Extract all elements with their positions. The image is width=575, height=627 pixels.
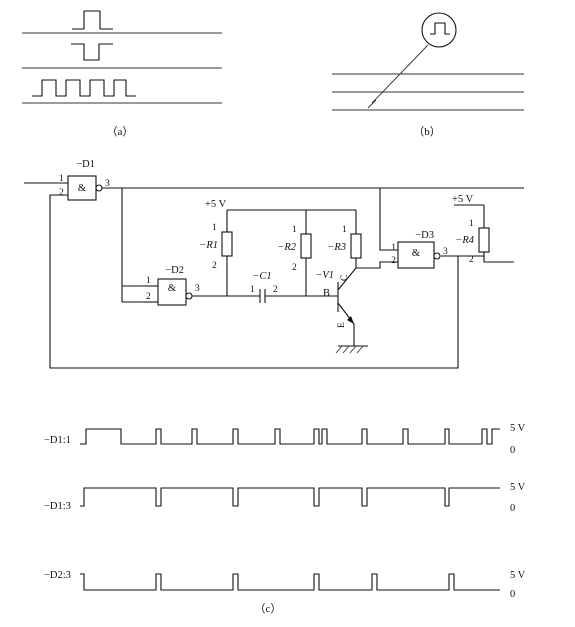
timing-high-d2-3: 5 V (510, 570, 526, 581)
supply-label-right: +5 V (452, 194, 474, 205)
callout-tick (367, 99, 377, 109)
gate-d1-pin3: 3 (105, 179, 110, 189)
gate-d3-pin3: 3 (443, 247, 448, 257)
ground-hatch (349, 345, 357, 354)
timing-label-d1-1: −D1:1 (44, 435, 71, 446)
gate-d1 (67, 175, 97, 201)
pulse-callout-symbol (430, 22, 450, 35)
circuit: −D1 & 1 2 3 −D2 & 1 2 3 +5 V −R1 1 (24, 159, 524, 369)
resistor-r2 (300, 233, 312, 259)
panel-b: （b） (332, 12, 524, 138)
supply-label: +5 V (205, 199, 227, 210)
gate-d3-pin2: 2 (391, 256, 396, 266)
gate-d2 (157, 278, 187, 306)
timing-label-d1-3: −D1:3 (44, 501, 71, 512)
d2-input-wire (121, 188, 143, 287)
gate-d1-pin1: 1 (59, 174, 64, 184)
timing-label-d2-3: −D2:3 (44, 570, 71, 581)
gate-d2-pin2: 2 (146, 292, 151, 302)
gate-d1-label: −D1 (76, 159, 95, 170)
positive-pulse-symbol (72, 10, 113, 30)
inverter-bubble (95, 184, 103, 192)
resistor-r1-pin2: 2 (212, 261, 217, 271)
waveform-d1-3 (80, 487, 500, 507)
negative-pulse-symbol (71, 43, 113, 61)
resistor-r2-label: −R2 (277, 242, 296, 253)
d3-output-wire (458, 255, 514, 263)
gate-d3-label: −D3 (415, 230, 434, 241)
resistor-r1-pin1: 1 (212, 223, 217, 233)
caption-c: （c） (255, 602, 282, 615)
d3-input-wire (379, 188, 398, 251)
inverter-bubble (185, 292, 193, 300)
resistor-r4-label: −R4 (455, 235, 474, 246)
resistor-r3 (350, 233, 362, 259)
ground-hatch (335, 345, 343, 354)
timing-diagram: −D1:1 5 V 0 −D1:3 5 V 0 −D2:3 5 V 0 （c） (44, 423, 526, 615)
resistor-r4 (478, 227, 490, 253)
transistor-collector (337, 267, 357, 291)
emitter-arrow (347, 316, 354, 324)
resistor-r1 (221, 231, 233, 257)
collector-wire (356, 261, 398, 269)
caption-b: （b） (413, 125, 441, 138)
gate-d1-symbol: & (78, 183, 86, 194)
panel-a: （a） (22, 10, 222, 138)
gate-d3-symbol: & (412, 248, 420, 259)
caption-a: （a） (107, 125, 134, 138)
resistor-r1-label: −R1 (199, 240, 218, 251)
gate-d3-pin1: 1 (391, 243, 396, 253)
transistor-collector-label: C (340, 275, 350, 281)
resistor-r2-pin1: 1 (292, 225, 297, 235)
gate-d2-pin1: 1 (146, 276, 151, 286)
gate-d2-pin3: 3 (195, 284, 200, 294)
timing-high-d1-1: 5 V (510, 423, 526, 434)
resistor-r3-pin1: 1 (342, 225, 347, 235)
resistor-r3-label: −R3 (327, 242, 346, 253)
pulse-callout-circle (421, 12, 457, 48)
transistor-emitter-label: E (337, 322, 347, 328)
gate-d2-label: −D2 (165, 265, 184, 276)
timing-low-d1-1: 0 (510, 445, 515, 456)
resistor-r4-pin1: 1 (469, 219, 474, 229)
waveform-d2-3 (80, 573, 500, 591)
resistor-r4-pin2: 2 (469, 255, 474, 265)
capacitor-pin2: 2 (273, 285, 278, 295)
waveform-d1-1 (80, 428, 500, 445)
transistor-label: −V1 (315, 270, 334, 281)
feedback-wire (49, 194, 459, 369)
ground-hatch (356, 345, 364, 354)
transistor-base-label: B (323, 288, 330, 299)
resistor-r2-pin2: 2 (292, 263, 297, 273)
inverter-bubble (433, 252, 441, 260)
gate-d2-symbol: & (168, 283, 176, 294)
capacitor-pin1: 1 (250, 285, 255, 295)
pulse-train-symbol (32, 79, 136, 97)
timing-high-d1-3: 5 V (510, 482, 526, 493)
gate-d1-pin2: 2 (59, 188, 64, 198)
capacitor-label: −C1 (252, 271, 271, 282)
timing-low-d1-3: 0 (510, 503, 515, 514)
ground-hatch (342, 345, 350, 354)
timing-low-d2-3: 0 (510, 589, 515, 600)
